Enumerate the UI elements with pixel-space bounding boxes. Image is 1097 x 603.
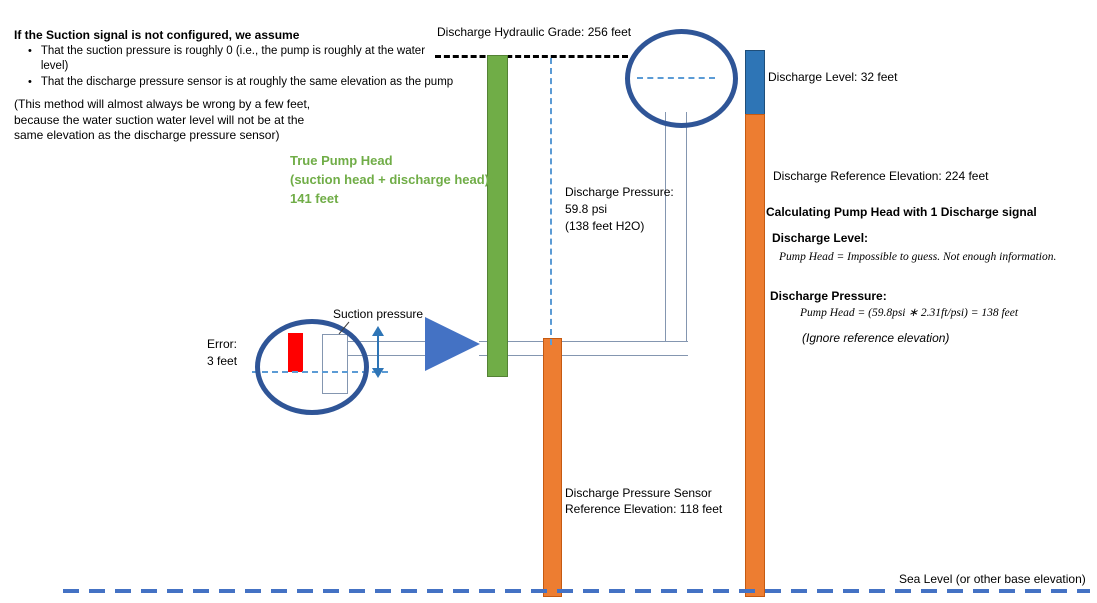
sea-level-label: Sea Level (or other base elevation)	[899, 572, 1086, 586]
discharge-water-ellipse	[625, 29, 738, 128]
assumption-caveat: (This method will almost always be wrong…	[14, 97, 311, 142]
sensor-reference-elevation-bar	[543, 338, 562, 597]
discharge-horizontal-pipe	[479, 341, 688, 356]
discharge-pressure-label: Discharge Pressure: 59.8 psi (138 feet H…	[565, 185, 674, 233]
assumption-bullet-1-text: That the suction pressure is roughly 0 (…	[40, 45, 426, 72]
sensor-reference-label: Discharge Pressure Sensor Reference Elev…	[565, 486, 723, 516]
calc-discharge-pressure-label: Discharge Pressure:	[770, 289, 887, 303]
true-pump-head-label: True Pump Head (suction head + discharge…	[290, 153, 494, 206]
hydraulic-grade-drop-line	[550, 58, 552, 345]
calc-discharge-pressure-formula: Pump Head = (59.8psi ∗ 2.31ft/psi) = 138…	[800, 307, 1019, 319]
calculation-title: Calculating Pump Head with 1 Discharge s…	[766, 205, 1037, 219]
suction-pressure-label: Suction pressure	[333, 307, 424, 321]
sea-level-line	[63, 589, 1090, 593]
pump-triangle	[425, 317, 480, 371]
discharge-level-bar	[745, 50, 765, 116]
suction-detail-ellipse	[255, 319, 369, 415]
discharge-riser-pipe	[665, 112, 687, 356]
assumption-note: If the Suction signal is not configured,…	[14, 27, 454, 144]
suction-pressure-leader-line	[338, 321, 350, 335]
discharge-reference-elevation-label: Discharge Reference Elevation: 224 feet	[773, 169, 989, 183]
discharge-level-label: Discharge Level: 32 feet	[768, 70, 898, 84]
assumption-title: If the Suction signal is not configured,…	[14, 28, 300, 42]
error-label: Error: 3 feet	[207, 337, 238, 368]
bullet-icon: •	[28, 76, 32, 88]
assumption-bullet-1: • That the suction pressure is roughly 0…	[14, 44, 454, 74]
hydraulic-grade-label: Discharge Hydraulic Grade: 256 feet	[437, 25, 632, 39]
discharge-reference-elevation-bar	[745, 114, 765, 597]
hydraulic-grade-line	[435, 55, 628, 58]
true-pump-head-bar	[487, 55, 508, 377]
calc-discharge-level-label: Discharge Level:	[772, 231, 869, 245]
suction-head-double-arrow-icon	[372, 326, 384, 378]
assumption-bullet-2: • That the discharge pressure sensor is …	[14, 75, 454, 90]
ignore-reference-note: (Ignore reference elevation)	[802, 331, 950, 345]
calc-discharge-level-formula: Pump Head = Impossible to guess. Not eno…	[779, 251, 1057, 263]
assumption-bullet-2-text: That the discharge pressure sensor is at…	[40, 76, 454, 88]
bullet-icon: •	[28, 45, 32, 57]
